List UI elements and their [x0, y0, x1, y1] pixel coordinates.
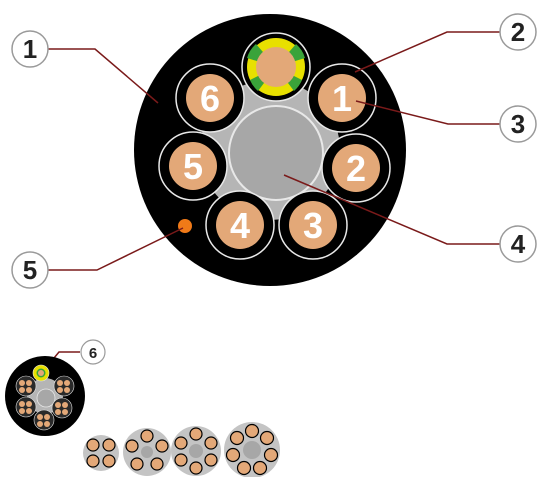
- leader-line-1: [47, 48, 159, 104]
- main-cross-section: 1 2 3 4 5 6: [134, 14, 406, 286]
- core-number: 4: [230, 205, 250, 246]
- ripcord: [178, 219, 192, 233]
- ground-conductor: [241, 32, 311, 102]
- variant-7-core: [224, 422, 280, 477]
- variant-5-core: [123, 428, 171, 476]
- callout-5: 5: [11, 251, 49, 289]
- core-6: 6: [175, 63, 245, 133]
- small-cross-section: [5, 356, 85, 436]
- leader-line-3: [355, 100, 500, 125]
- leader-line-5: [47, 227, 184, 271]
- core-1: 1: [307, 63, 377, 133]
- core-number: 1: [332, 78, 352, 119]
- central-element: [228, 105, 324, 201]
- core-4: 4: [205, 190, 275, 260]
- callout-label: 3: [511, 109, 525, 139]
- core-number: 6: [200, 78, 220, 119]
- core-2: 2: [321, 133, 391, 203]
- leader-line-2: [354, 31, 500, 73]
- small-core-bundles: [15, 375, 75, 431]
- callout-3: 3: [499, 105, 537, 143]
- core-number: 3: [303, 205, 323, 246]
- core-number: 2: [346, 148, 366, 189]
- callout-label: 2: [511, 17, 525, 47]
- callout-label: 4: [511, 229, 526, 259]
- leader-line-4: [283, 174, 500, 245]
- callout-4: 4: [499, 225, 537, 263]
- core-5: 5: [158, 131, 228, 201]
- callout-label: 5: [23, 255, 37, 285]
- callout-2: 2: [499, 13, 537, 51]
- callout-6: 6: [80, 339, 106, 365]
- core-3: 3: [278, 190, 348, 260]
- callout-label: 6: [89, 345, 97, 362]
- callout-label: 1: [23, 34, 37, 64]
- variant-6-core: [171, 426, 221, 476]
- core-number: 5: [183, 146, 203, 187]
- variant-3-core: [83, 435, 119, 471]
- callout-1: 1: [11, 30, 49, 68]
